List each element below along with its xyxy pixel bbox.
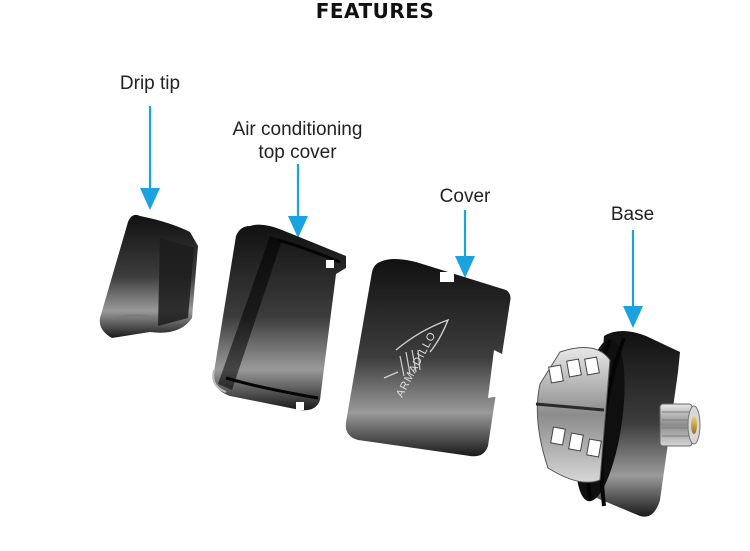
cover-part: ARMADILLO xyxy=(345,259,511,457)
air-conditioning-top-cover-part xyxy=(212,224,346,411)
base-part xyxy=(535,331,701,517)
arrow-cover xyxy=(455,210,475,278)
arrow-base xyxy=(623,230,643,328)
arrow-air-conditioning-top-cover xyxy=(288,164,308,238)
down-arrow-icon xyxy=(623,306,643,328)
drip-tip-part xyxy=(99,214,198,338)
label-cover: Cover xyxy=(439,186,491,207)
page-title: FEATURES xyxy=(315,0,435,23)
arrow-drip-tip xyxy=(140,106,160,210)
down-arrow-icon xyxy=(140,188,160,210)
down-arrow-icon xyxy=(288,216,308,238)
down-arrow-icon xyxy=(455,256,475,278)
label-air-conditioning-top-cover: Air conditioning top cover xyxy=(232,119,363,163)
label-drip-tip: Drip tip xyxy=(119,73,181,94)
label-base: Base xyxy=(610,204,655,225)
